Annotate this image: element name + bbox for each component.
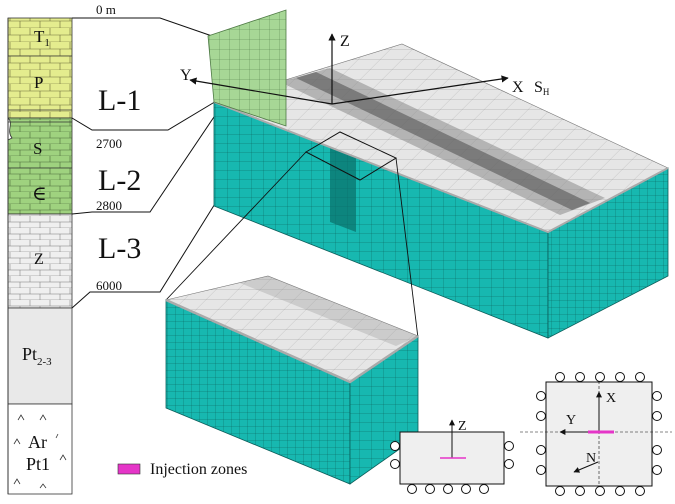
depth-leaders: [71, 17, 247, 309]
zoom-connectors: [165, 151, 419, 339]
layer-l3-label: L-3: [98, 232, 141, 265]
axis-z-label: Z: [340, 33, 350, 50]
unit-t-label: T1: [34, 27, 50, 49]
side-view-diagram: Z: [390, 419, 514, 494]
depth-2800: 2800: [96, 198, 122, 213]
stratigraphic-column: T1 P S ∈ Z Pt2-3 Ar Pt1: [7, 17, 73, 495]
main-mesh-model: [207, 9, 669, 339]
axis-x-label: X: [512, 79, 524, 96]
plan-axis-y-label: Y: [566, 413, 576, 428]
layer-l1-label: L-1: [98, 84, 141, 117]
unit-ar-label: Ar: [28, 432, 47, 452]
unit-pt1-label: Pt1: [26, 454, 50, 474]
unit-pt23-label: Pt2-3: [22, 344, 52, 368]
unit-z-label: Z: [34, 251, 44, 268]
axis-sh-label: SH: [534, 79, 550, 97]
mesh-back-wall: [207, 9, 287, 127]
legend-injection-swatch: [117, 463, 141, 475]
plan-axis-x-label: X: [606, 391, 616, 406]
north-label: N: [586, 451, 596, 466]
depth-6000: 6000: [96, 278, 122, 293]
zoomed-mesh-block: [165, 275, 419, 485]
depth-top: 0 m: [96, 2, 116, 17]
unit-s-label: S: [33, 139, 42, 158]
layer-l2-label: L-2: [98, 164, 141, 197]
depth-2700: 2700: [96, 136, 122, 151]
plan-view-diagram: X Y N: [520, 372, 672, 496]
unit-t1-p: [7, 17, 73, 119]
unit-cambrian-label: ∈: [32, 183, 47, 205]
unit-p-label: P: [34, 73, 43, 92]
unit-pt23: [7, 307, 73, 405]
side-axis-z-label: Z: [458, 419, 467, 434]
legend-injection-label: Injection zones: [150, 461, 247, 478]
unit-s-cambrian: [7, 117, 73, 215]
main-axes: [189, 33, 509, 105]
unit-z: [7, 213, 73, 309]
legend: Injection zones: [117, 461, 247, 478]
axis-y-label: Y: [180, 67, 192, 84]
